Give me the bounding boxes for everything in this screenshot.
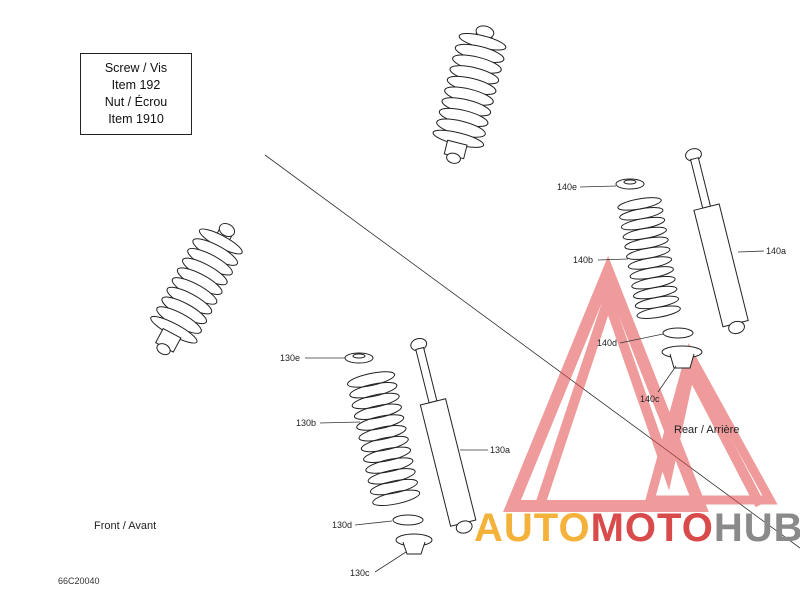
label-130a: 130a xyxy=(490,445,511,455)
watermark-part-auto: AUTO xyxy=(474,506,591,550)
label-130b: 130b xyxy=(296,418,317,428)
front-caption: Front / Avant xyxy=(94,520,157,532)
note-line-nut-item: Item 1910 xyxy=(108,112,164,126)
fastener-note-box: Screw / Vis Item 192 Nut / Écrou Item 19… xyxy=(80,53,192,135)
label-140c: 140c xyxy=(640,394,660,404)
rear-bottom-retainer-140c xyxy=(661,345,703,369)
label-140d: 140d xyxy=(597,338,618,348)
rear-caption: Rear / Arrière xyxy=(674,424,740,436)
rear-washer-140d xyxy=(662,327,694,339)
front-spring-130b xyxy=(347,371,421,507)
label-130d: 130d xyxy=(332,520,353,530)
assembled-shock-top xyxy=(432,25,507,164)
label-140b: 140b xyxy=(573,255,594,265)
front-bottom-retainer-130c xyxy=(395,533,433,555)
label-130e: 130e xyxy=(280,353,301,363)
rear-spring-140b xyxy=(617,197,681,319)
watermark-logo xyxy=(503,255,778,512)
assembled-shock-left xyxy=(150,222,243,356)
note-line-screw: Screw / Vis xyxy=(104,61,168,75)
section-divider-line xyxy=(264,154,800,549)
label-130c: 130c xyxy=(350,568,370,578)
front-top-retainer-130e xyxy=(344,352,374,364)
label-140e: 140e xyxy=(557,182,578,192)
front-damper-130a xyxy=(410,337,477,534)
note-line-screw-item: Item 192 xyxy=(111,78,161,92)
watermark-text: AUTOMOTOHUB xyxy=(474,506,800,550)
diagram-code: 66C20040 xyxy=(58,576,100,586)
rear-top-retainer-140e xyxy=(615,178,645,190)
leader-lines xyxy=(305,185,765,573)
label-140a: 140a xyxy=(766,246,787,256)
front-washer-130d xyxy=(392,514,424,526)
watermark-part-moto: MOTO xyxy=(590,506,714,550)
note-line-nut: Nut / Écrou xyxy=(104,95,168,109)
rear-damper-140a xyxy=(685,148,749,335)
watermark-part-hub: HUB xyxy=(713,506,800,550)
